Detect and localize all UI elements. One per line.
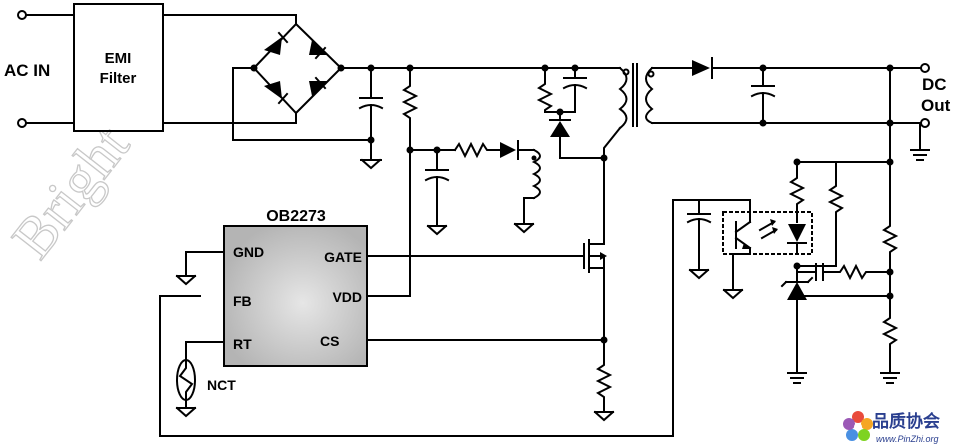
pin-cs-label: CS	[320, 333, 339, 349]
nct-label: NCT	[207, 377, 236, 393]
pin-gate-label: GATE	[324, 249, 362, 265]
chip-name: OB2273	[266, 208, 326, 225]
pin-fb-label: FB	[233, 293, 252, 309]
pin-vdd-label: VDD	[332, 289, 362, 305]
pin-rt-label: RT	[233, 336, 252, 352]
ac-in-label: AC IN	[4, 61, 50, 80]
emi-label-2: Filter	[100, 70, 137, 87]
vdd-network	[409, 140, 541, 236]
ac-input: AC IN	[4, 10, 75, 128]
pin-gnd-label: GND	[233, 244, 264, 260]
rcd-snubber	[536, 67, 608, 162]
startup-resistor	[366, 67, 419, 297]
output-rectifier: DC Out	[692, 57, 951, 161]
gnd-pin-ground	[175, 251, 225, 286]
optocoupler	[159, 199, 813, 437]
dc-label: DC	[922, 75, 947, 94]
logo-name: 品质协会	[872, 411, 940, 432]
bridge-rectifier	[162, 14, 371, 141]
transformer	[603, 63, 921, 244]
nct-thermistor: NCT	[175, 341, 236, 418]
logo-url: www.PinZhi.org	[876, 434, 939, 444]
hv-rail	[340, 64, 621, 170]
emi-label-1: EMI	[105, 50, 132, 67]
watermark-text: Bright	[0, 113, 142, 270]
pinzhi-logo: 品质协会 www.PinZhi.org	[843, 411, 940, 444]
sense-resistor	[366, 299, 615, 422]
mosfet	[366, 239, 607, 301]
out-label: Out	[921, 96, 951, 115]
watermark: Bright	[0, 113, 142, 271]
feedback-network	[780, 67, 900, 384]
flower-icon	[843, 411, 873, 441]
emi-filter: EMI Filter	[73, 3, 164, 132]
controller-ic: OB2273 GND GATE FB VDD RT CS	[223, 208, 368, 367]
